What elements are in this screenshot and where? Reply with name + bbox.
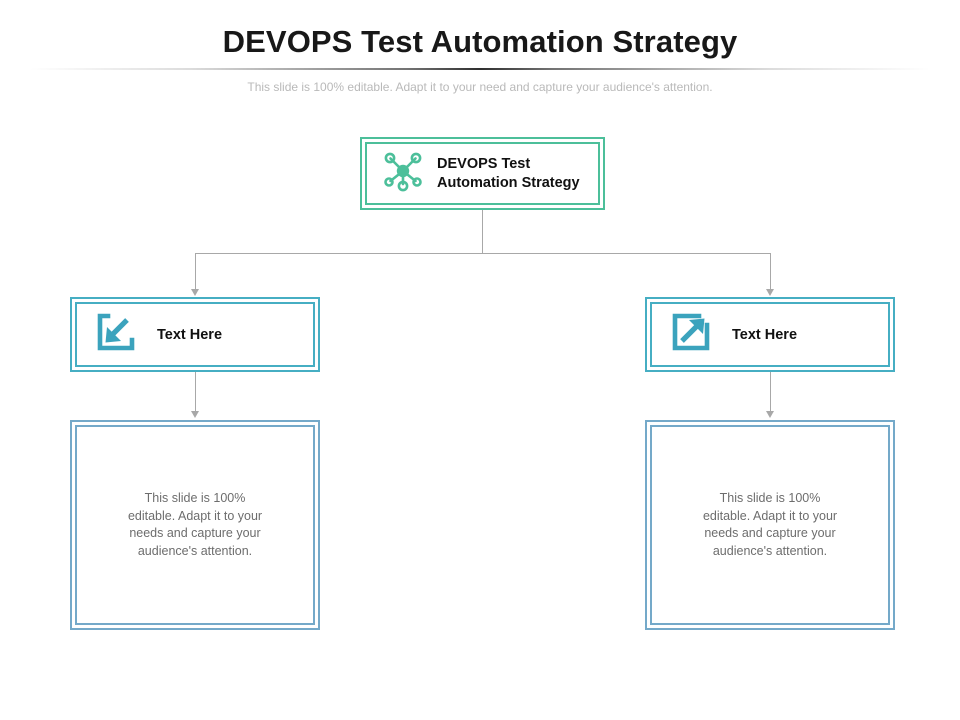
arrowhead-left-branch [190, 289, 199, 296]
detail-box-left[interactable]: This slide is 100% editable. Adapt it to… [70, 420, 320, 630]
root-node-inner: DEVOPS Test Automation Strategy [365, 142, 600, 205]
connector-left-drop [195, 253, 196, 290]
detail-box-left-inner: This slide is 100% editable. Adapt it to… [75, 425, 315, 625]
arrowhead-right-branch [765, 289, 774, 296]
arrowhead-left-detail [190, 411, 199, 418]
connector-root-stem [482, 210, 483, 253]
detail-box-right-text: This slide is 100% editable. Adapt it to… [702, 491, 838, 558]
connector-left-detail [195, 372, 196, 412]
branch-node-right-inner: Text Here [650, 302, 890, 367]
root-node[interactable]: DEVOPS Test Automation Strategy [360, 137, 605, 210]
root-node-label: DEVOPS Test Automation Strategy [437, 155, 580, 191]
branch-node-right[interactable]: Text Here [645, 297, 895, 372]
branch-node-left-label: Text Here [157, 326, 223, 343]
branch-node-left-inner: Text Here [75, 302, 315, 367]
external-link-icon [668, 309, 714, 360]
network-hub-icon [381, 149, 425, 198]
connector-right-detail [770, 372, 771, 412]
detail-box-left-text: This slide is 100% editable. Adapt it to… [127, 491, 263, 558]
connector-horizontal-bar [195, 253, 770, 254]
branch-node-right-label: Text Here [732, 326, 798, 343]
branch-node-left[interactable]: Text Here [70, 297, 320, 372]
page-subtitle: This slide is 100% editable. Adapt it to… [247, 80, 713, 94]
page-title: DEVOPS Test Automation Strategy [222, 24, 738, 59]
connector-right-drop [770, 253, 771, 290]
arrow-into-box-icon [93, 309, 139, 360]
title-divider [30, 68, 930, 70]
detail-box-right-inner: This slide is 100% editable. Adapt it to… [650, 425, 890, 625]
detail-box-right[interactable]: This slide is 100% editable. Adapt it to… [645, 420, 895, 630]
arrowhead-right-detail [765, 411, 774, 418]
